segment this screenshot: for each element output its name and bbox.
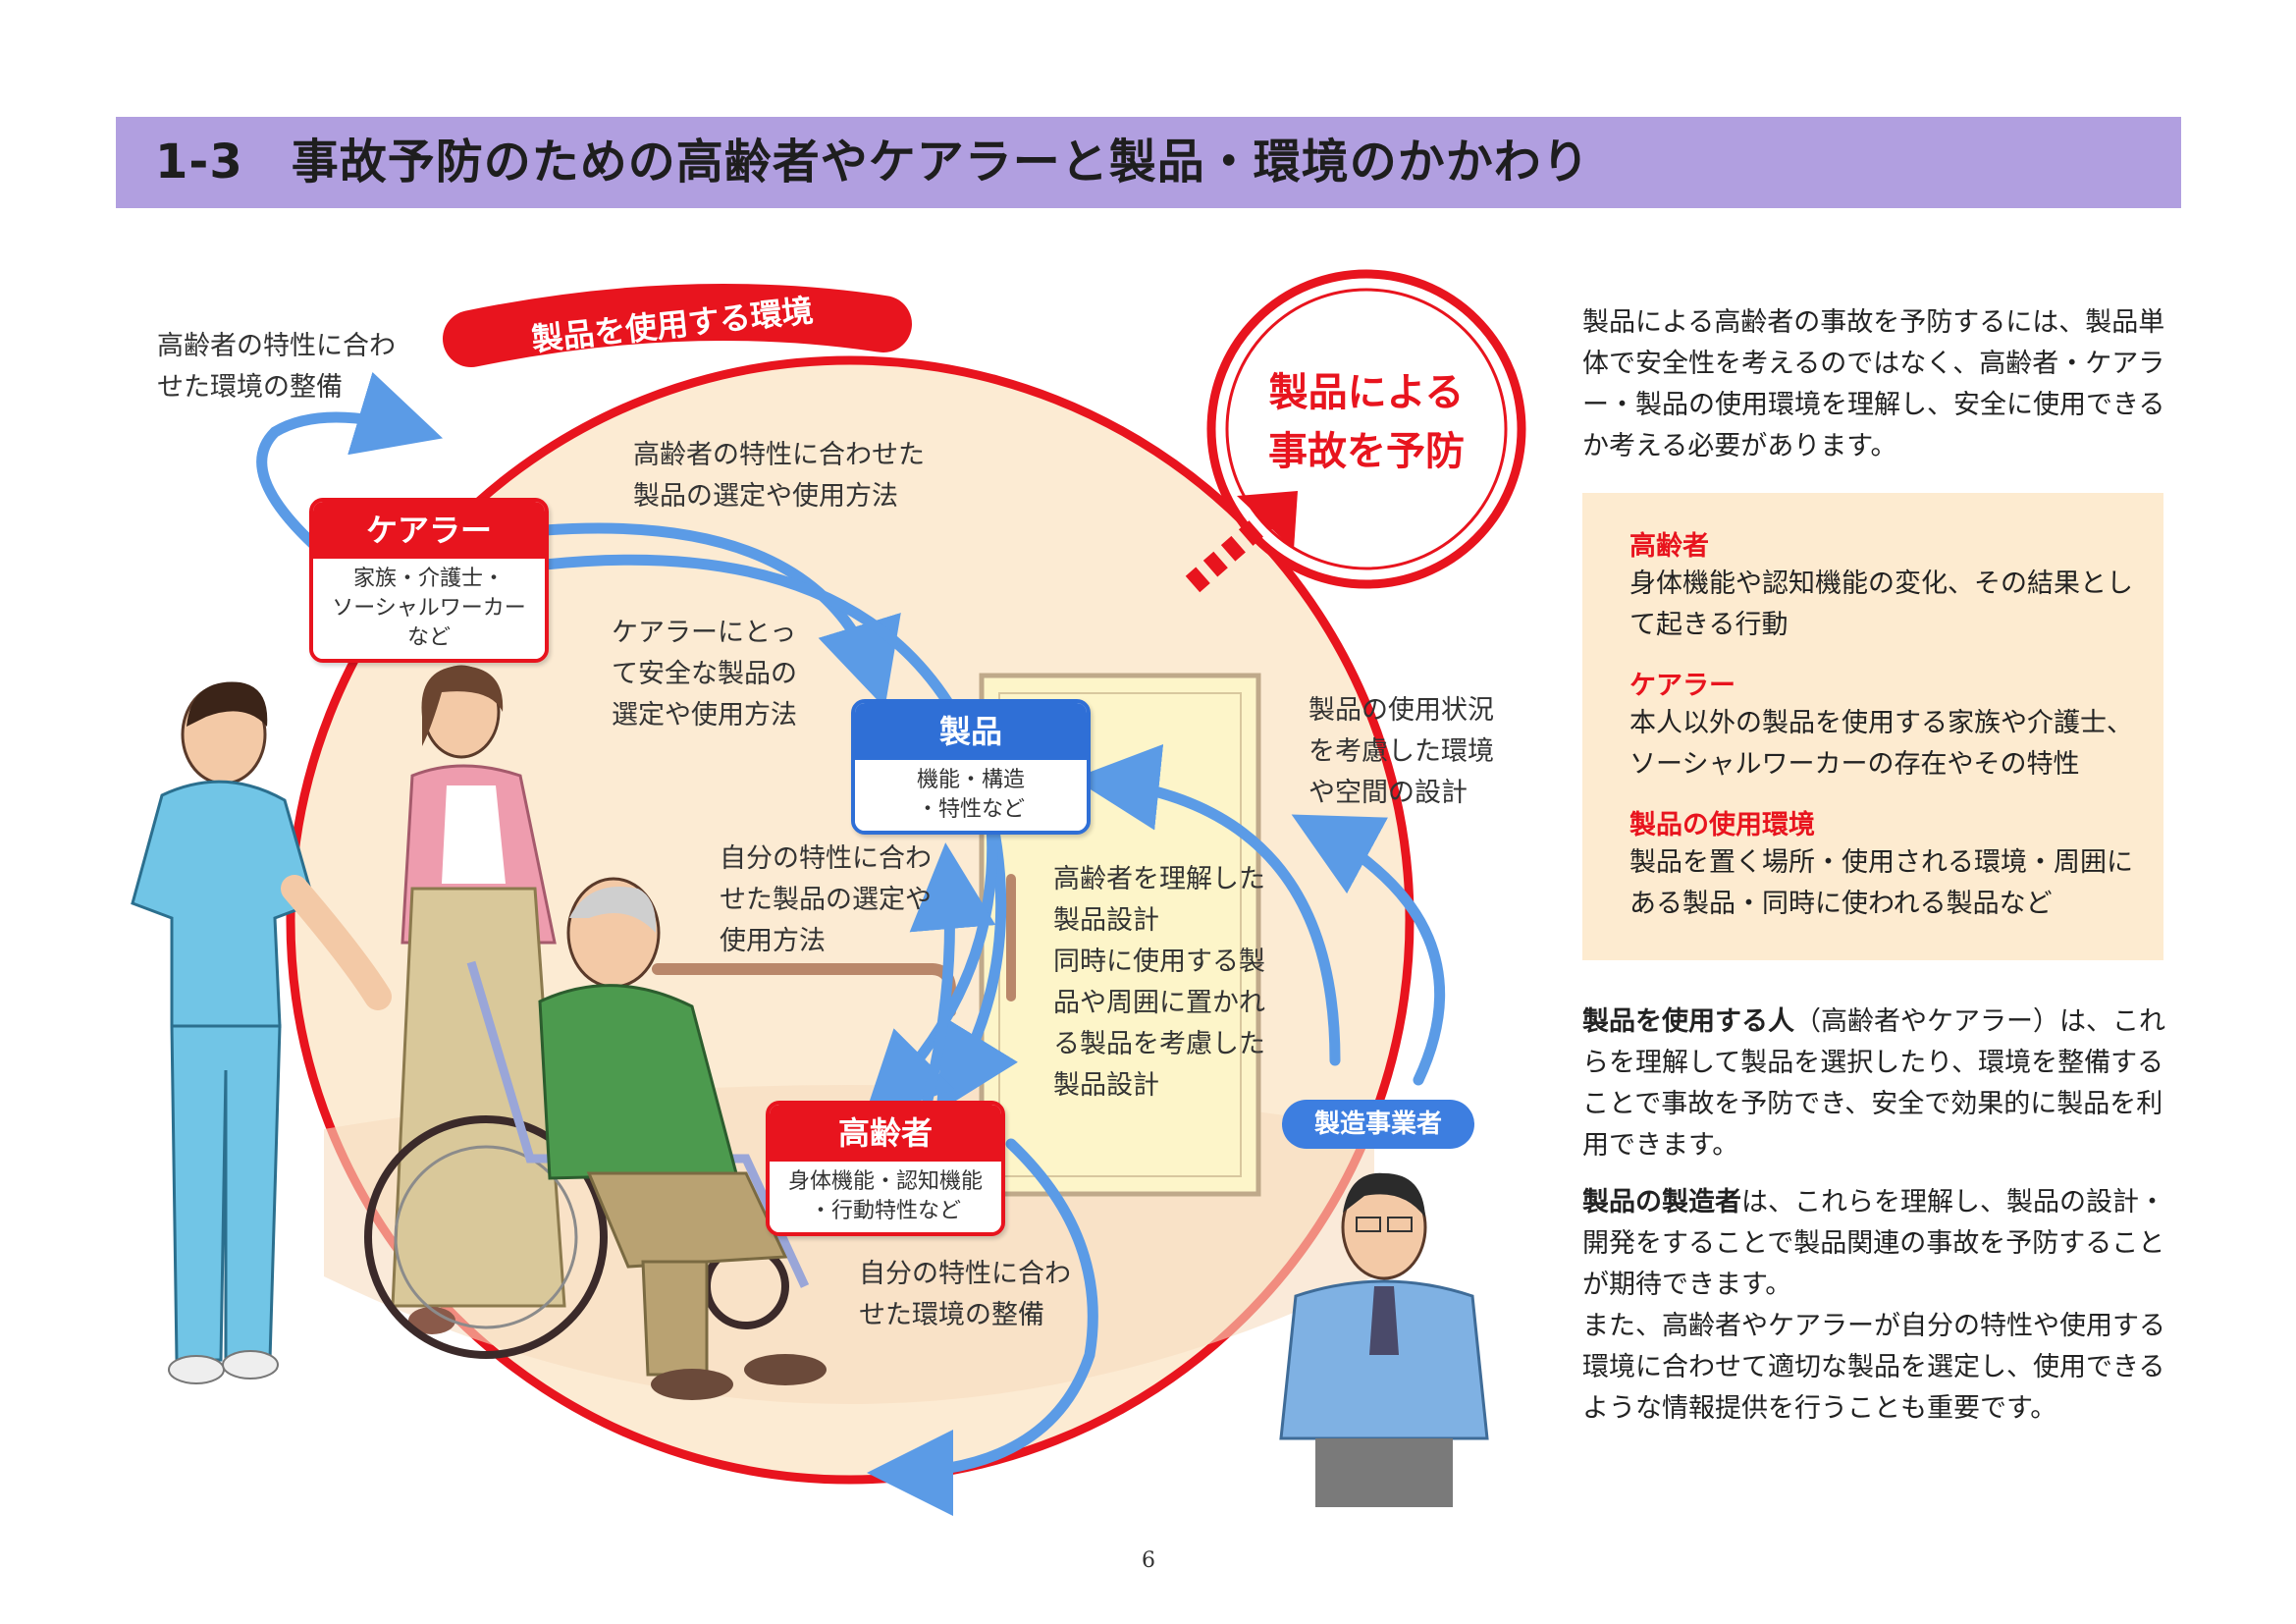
def-env-title: 製品の使用環境 [1629, 810, 1815, 840]
goal-arrow [1185, 507, 1279, 593]
carer-tag-title: ケアラー [313, 502, 545, 559]
note-product-selection-elderly: 高齢者の特性に合わせた 製品の選定や使用方法 [633, 440, 925, 512]
note-design: 高齢者を理解した 製品設計 同時に使用する製 品や周囲に置かれ る製品を考慮した… [1053, 864, 1265, 1101]
page-number: 6 [1142, 1548, 1155, 1573]
note-self-product: 自分の特性に合わ せた製品の選定や 使用方法 [720, 843, 932, 956]
note-self-env: 自分の特性に合わ せた環境の整備 [859, 1259, 1071, 1330]
def-carer-text: 本人以外の製品を使用する家族や介護士、ソーシャルワーカーの存在やその特性 [1629, 708, 2133, 780]
arrow-carer-to-product-1 [539, 522, 901, 709]
def-elderly-text: 身体機能や認知機能の変化、その結果として起きる行動 [1629, 568, 2133, 640]
note-env-for-carer: 高齢者の特性に合わ せた環境の整備 [157, 331, 396, 403]
goal-text-line-2: 事故を予防 [1268, 429, 1465, 474]
elderly-man-illustration [538, 877, 827, 1400]
elderly-tag-title: 高齢者 [770, 1105, 1001, 1162]
manufacturer-illustration [1279, 1172, 1489, 1507]
arrow-elderly-to-product [909, 842, 996, 1106]
ring-label-band [443, 284, 912, 367]
goal-circle-inner [1225, 288, 1508, 570]
side-intro: 製品による高齢者の事故を予防するには、製品単体で安全性を考えるのではなく、高齢者… [1582, 307, 2165, 461]
goal-text-line-1: 製品による [1268, 370, 1465, 415]
side-para-users-rest: （高齢者やケアラー）は、これらを理解して製品を選択したり、環境を整備することで事… [1582, 1006, 2165, 1161]
nurse-illustration [131, 681, 392, 1384]
carer-tag-desc: 家族・介護士・ ソーシャルワーカー など [313, 559, 545, 659]
side-para-users: 製品を使用する人（高齢者やケアラー）は、これらを理解して製品を選択したり、環境を… [1582, 1001, 2183, 1166]
arrow-env-to-carer [256, 371, 444, 551]
product-tag-desc: 機能・構造 ・特性など [855, 760, 1087, 831]
product-tag-title: 製品 [855, 703, 1087, 760]
def-elderly-title: 高齢者 [1629, 531, 1709, 562]
side-para-manufacturer-lead: 製品の製造者 [1582, 1187, 1741, 1218]
goal-arrow-head [1237, 491, 1298, 550]
def-env-text: 製品を置く場所・使用される環境・周囲にある製品・同時に使われる製品など [1629, 847, 2133, 919]
arrow-manufacturer-to-product [1073, 743, 1341, 1066]
definition-box: 高齢者 身体機能や認知機能の変化、その結果として起きる行動 ケアラー 本人以外の… [1582, 493, 2163, 960]
arrow-elderly-to-env [867, 1138, 1098, 1516]
def-carer-title: ケアラー [1629, 671, 1735, 701]
side-para-manufacturer-rest: は、これらを理解し、製品の設計・開発をすることで製品関連の事故を予防することが期… [1582, 1187, 2165, 1300]
carer-tag: ケアラー 家族・介護士・ ソーシャルワーカー など [309, 498, 549, 663]
arrow-manufacturer-to-env [1291, 814, 1445, 1086]
elderly-tag: 高齢者 身体機能・認知機能 ・行動特性など [766, 1101, 1005, 1236]
elderly-tag-desc: 身体機能・認知機能 ・行動特性など [770, 1162, 1001, 1232]
carer-woman-illustration [391, 665, 566, 1334]
note-carer-safe-product: ケアラーにとっ て安全な製品の 選定や使用方法 [612, 618, 797, 731]
side-para-users-lead: 製品を使用する人 [1582, 1006, 1794, 1037]
title-band: 1-3 事故予防のための高齢者やケアラーと製品・環境のかかわり [116, 117, 2181, 208]
side-para-manufacturer: 製品の製造者は、これらを理解し、製品の設計・開発をすることで製品関連の事故を予防… [1582, 1182, 2183, 1306]
goal-text: 製品による 事故を予防 [1227, 363, 1506, 481]
manufacturer-pill: 製造事業者 [1282, 1100, 1474, 1149]
side-para-info: また、高齢者やケアラーが自分の特性や使用する環境に合わせて適切な製品を選定し、使… [1582, 1311, 2165, 1424]
page-title: 1-3 事故予防のための高齢者やケアラーと製品・環境のかかわり [155, 135, 1590, 189]
note-usage-env-design: 製品の使用状況 を考慮した環境 や空間の設計 [1308, 695, 1494, 808]
product-tag: 製品 機能・構造 ・特性など [851, 699, 1091, 835]
